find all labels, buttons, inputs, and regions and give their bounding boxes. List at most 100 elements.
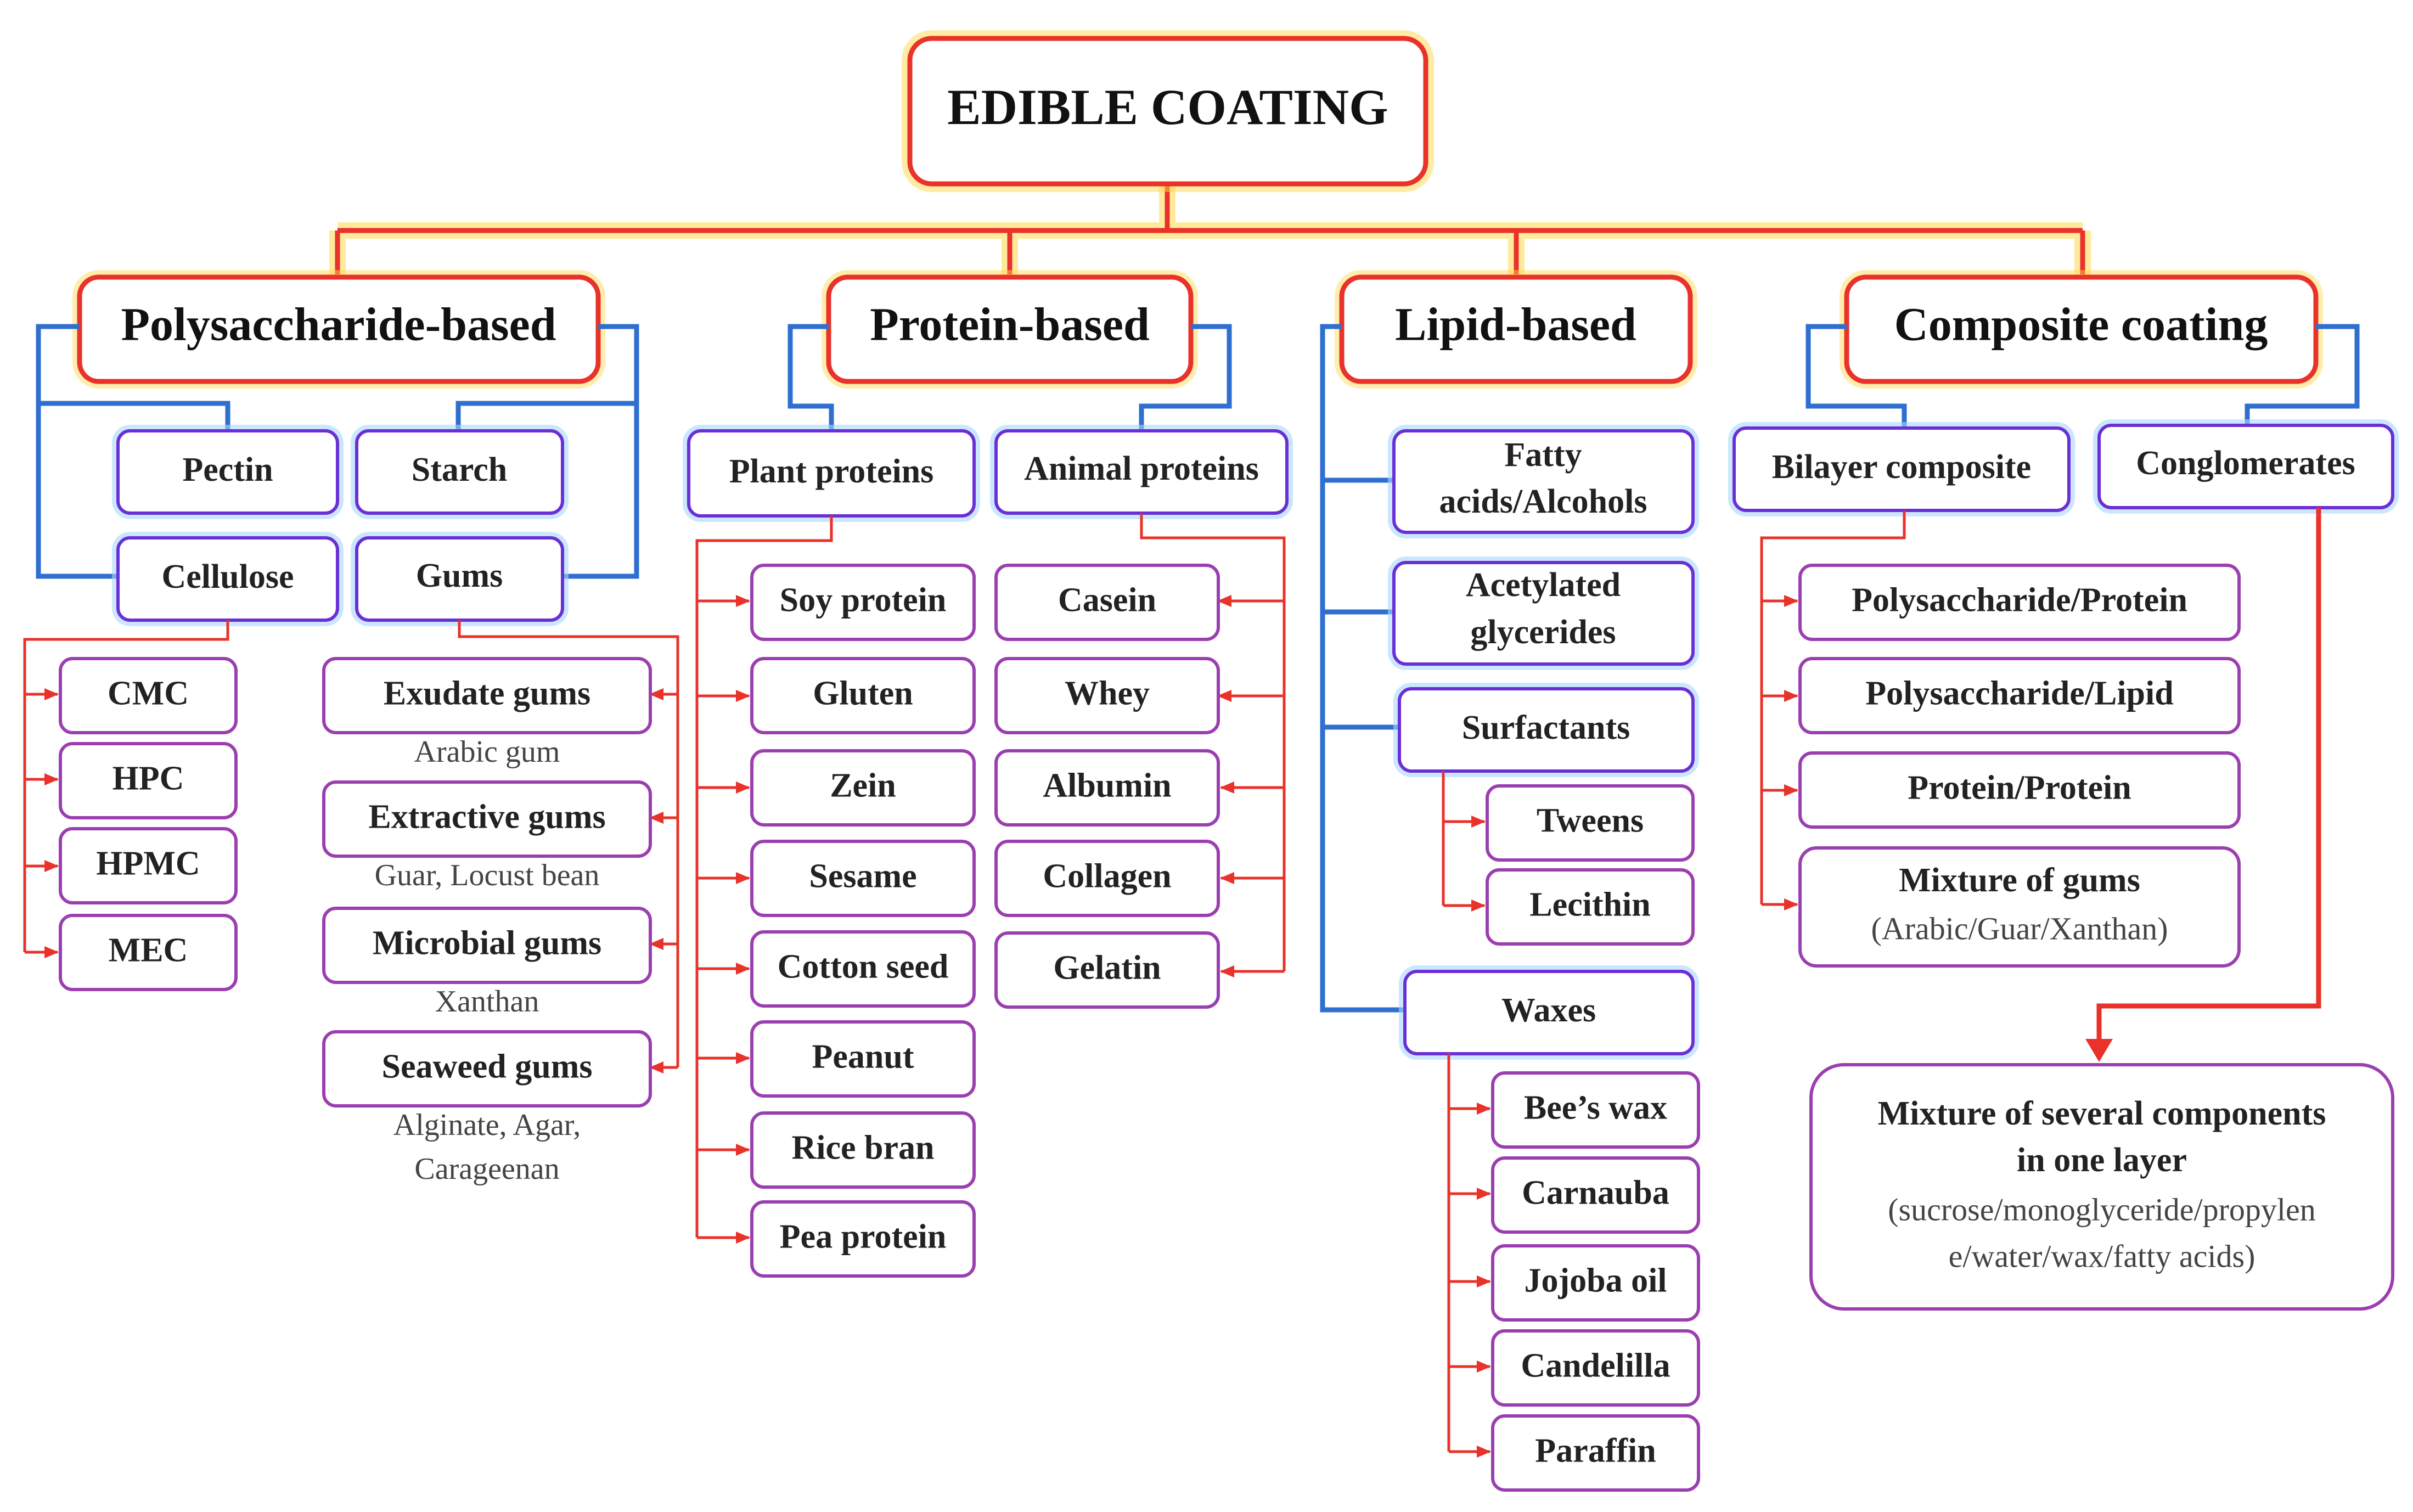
leaf-animal-3: Collagen bbox=[994, 840, 1220, 917]
svg-text:Acetylated: Acetylated bbox=[1466, 566, 1621, 604]
svg-text:Fatty: Fatty bbox=[1504, 436, 1582, 474]
leaf-cellulose-1: HPC bbox=[59, 742, 238, 819]
leaf-wax-0-label: Bee’s wax bbox=[1524, 1089, 1667, 1127]
leaf-bilayer-0-label: Polysaccharide/Protein bbox=[1852, 582, 2187, 619]
leaf-gum-3-label: Seaweed gums bbox=[381, 1048, 592, 1086]
svg-text:Animal proteins: Animal proteins bbox=[1024, 450, 1259, 487]
leaf-animal-1-label: Whey bbox=[1065, 675, 1150, 712]
leaf-bilayer-2: Protein/Protein bbox=[1798, 751, 2241, 829]
leaf-bilayer-0: Polysaccharide/Protein bbox=[1798, 564, 2241, 641]
sub-surfactants: Surfactants bbox=[1393, 683, 1699, 777]
category-polysaccharide: Polysaccharide-based bbox=[72, 270, 605, 389]
leaf-gum-0-label: Exudate gums bbox=[384, 675, 590, 712]
sub-pectin: Pectin bbox=[112, 425, 344, 519]
leaf-plant-3: Sesame bbox=[750, 840, 976, 917]
svg-text:Gums: Gums bbox=[416, 557, 503, 594]
leaf-surfactant-0-label: Tweens bbox=[1537, 802, 1644, 840]
root-title: EDIBLE COATING bbox=[947, 79, 1388, 135]
sub-gums: Gums bbox=[351, 532, 569, 626]
root-connectors bbox=[329, 181, 2091, 274]
leaf-cellulose-3-label: MEC bbox=[109, 932, 188, 969]
leaf-gum-3-note: Carageenan bbox=[414, 1152, 559, 1186]
leaf-plant-4-label: Cotton seed bbox=[778, 948, 949, 986]
svg-text:glycerides: glycerides bbox=[1470, 614, 1616, 651]
leaf-animal-2: Albumin bbox=[994, 749, 1220, 827]
polysaccharide-title: Polysaccharide-based bbox=[121, 298, 556, 351]
sub-conglomerates: Conglomerates bbox=[2093, 419, 2399, 514]
svg-text:e/water/wax/fatty acids): e/water/wax/fatty acids) bbox=[1949, 1238, 2255, 1274]
leaf-wax-4-label: Paraffin bbox=[1535, 1432, 1656, 1470]
leaf-plant-0-label: Soy protein bbox=[780, 582, 947, 619]
leaf-wax-2: Jojoba oil bbox=[1491, 1244, 1700, 1322]
leaf-surfactant-1: Lecithin bbox=[1486, 868, 1695, 946]
leaf-cellulose-3: MEC bbox=[59, 914, 238, 991]
lipid-title: Lipid-based bbox=[1395, 298, 1636, 351]
svg-text:Pectin: Pectin bbox=[182, 451, 273, 488]
leaf-cellulose-0-label: CMC bbox=[108, 675, 189, 712]
leaf-plant-7-label: Pea protein bbox=[780, 1218, 947, 1256]
leaf-cellulose-1-label: HPC bbox=[113, 760, 184, 797]
sub-bilayer: Bilayer composite bbox=[1728, 422, 2075, 516]
leaf-cellulose-2-label: HPMC bbox=[96, 845, 200, 883]
lipid-subtypes: Fatty acids/Alcohols Acetylated glycerid… bbox=[1388, 425, 1699, 1060]
leaf-cellulose-0: CMC bbox=[59, 657, 238, 734]
leaf-gum-0-note: Arabic gum bbox=[414, 735, 560, 769]
leaf-bilayer-1-label: Polysaccharide/Lipid bbox=[1865, 675, 2173, 712]
leaf-wax-2-label: Jojoba oil bbox=[1524, 1262, 1667, 1300]
leaf-bilayer-1: Polysaccharide/Lipid bbox=[1798, 657, 2241, 734]
svg-text:(Arabic/Guar/Xanthan): (Arabic/Guar/Xanthan) bbox=[1871, 910, 2168, 946]
leaf-plant-0: Soy protein bbox=[750, 564, 976, 641]
leaf-wax-3: Candelilla bbox=[1491, 1329, 1700, 1407]
leaf-plant-1: Gluten bbox=[750, 657, 976, 734]
svg-text:in one layer: in one layer bbox=[2017, 1142, 2187, 1179]
leaf-gum-3-note: Alginate, Agar, bbox=[393, 1108, 581, 1142]
leaf-surfactant-0: Tweens bbox=[1486, 784, 1695, 862]
leaf-plant-4: Cotton seed bbox=[750, 930, 976, 1008]
svg-text:Cellulose: Cellulose bbox=[161, 558, 294, 595]
leaf-wax-0: Bee’s wax bbox=[1491, 1071, 1700, 1149]
leaf-plant-6: Rice bran bbox=[750, 1111, 976, 1189]
leaf-plant-2-label: Zein bbox=[830, 767, 896, 805]
svg-text:Surfactants: Surfactants bbox=[1462, 709, 1630, 746]
leaf-gum-2-label: Microbial gums bbox=[373, 925, 601, 962]
sub-plant-proteins: Plant proteins bbox=[683, 425, 980, 522]
svg-text:Starch: Starch bbox=[412, 451, 508, 488]
leaf-animal-3-label: Collagen bbox=[1043, 858, 1171, 895]
sub-cellulose: Cellulose bbox=[112, 532, 344, 626]
leaf-plant-5-label: Peanut bbox=[812, 1038, 914, 1076]
sub-waxes: Waxes bbox=[1399, 965, 1699, 1060]
protein-title: Protein-based bbox=[870, 298, 1150, 351]
leaf-cellulose-2: HPMC bbox=[59, 827, 238, 904]
leaf-plant-6-label: Rice bran bbox=[791, 1129, 934, 1167]
leaf-wax-1-label: Carnauba bbox=[1522, 1174, 1669, 1212]
svg-text:Mixture of several components: Mixture of several components bbox=[1878, 1095, 2326, 1132]
leaf-mixture-of-gums: Mixture of gums (Arabic/Guar/Xanthan) bbox=[1798, 846, 2241, 968]
leaf-gum-1-note: Guar, Locust bean bbox=[375, 858, 600, 892]
composite-title: Composite coating bbox=[1894, 298, 2268, 351]
leaf-gum-1-label: Extractive gums bbox=[368, 799, 605, 836]
leaf-plant-7: Pea protein bbox=[750, 1200, 976, 1278]
root-node: EDIBLE COATING bbox=[902, 30, 1434, 192]
leaf-plant-1-label: Gluten bbox=[813, 675, 913, 712]
leaf-wax-1: Carnauba bbox=[1491, 1156, 1700, 1234]
leaf-mixture-components: Mixture of several components in one lay… bbox=[1809, 1063, 2394, 1311]
leaf-gum-2-note: Xanthan bbox=[435, 985, 539, 1019]
leaf-plant-2: Zein bbox=[750, 749, 976, 827]
sub-acetylated-glycerides: Acetylated glycerides bbox=[1388, 557, 1699, 670]
svg-text:acids/Alcohols: acids/Alcohols bbox=[1439, 483, 1647, 520]
sub-starch: Starch bbox=[351, 425, 569, 519]
svg-text:Waxes: Waxes bbox=[1501, 992, 1596, 1029]
leaf-wax-4: Paraffin bbox=[1491, 1414, 1700, 1492]
leaf-animal-4: Gelatin bbox=[994, 931, 1220, 1009]
leaf-animal-0: Casein bbox=[994, 564, 1220, 641]
composite-subtypes: Bilayer composite Conglomerates bbox=[1728, 419, 2399, 516]
sub-fatty-acids: Fatty acids/Alcohols bbox=[1388, 425, 1699, 538]
svg-text:Conglomerates: Conglomerates bbox=[2136, 445, 2355, 482]
